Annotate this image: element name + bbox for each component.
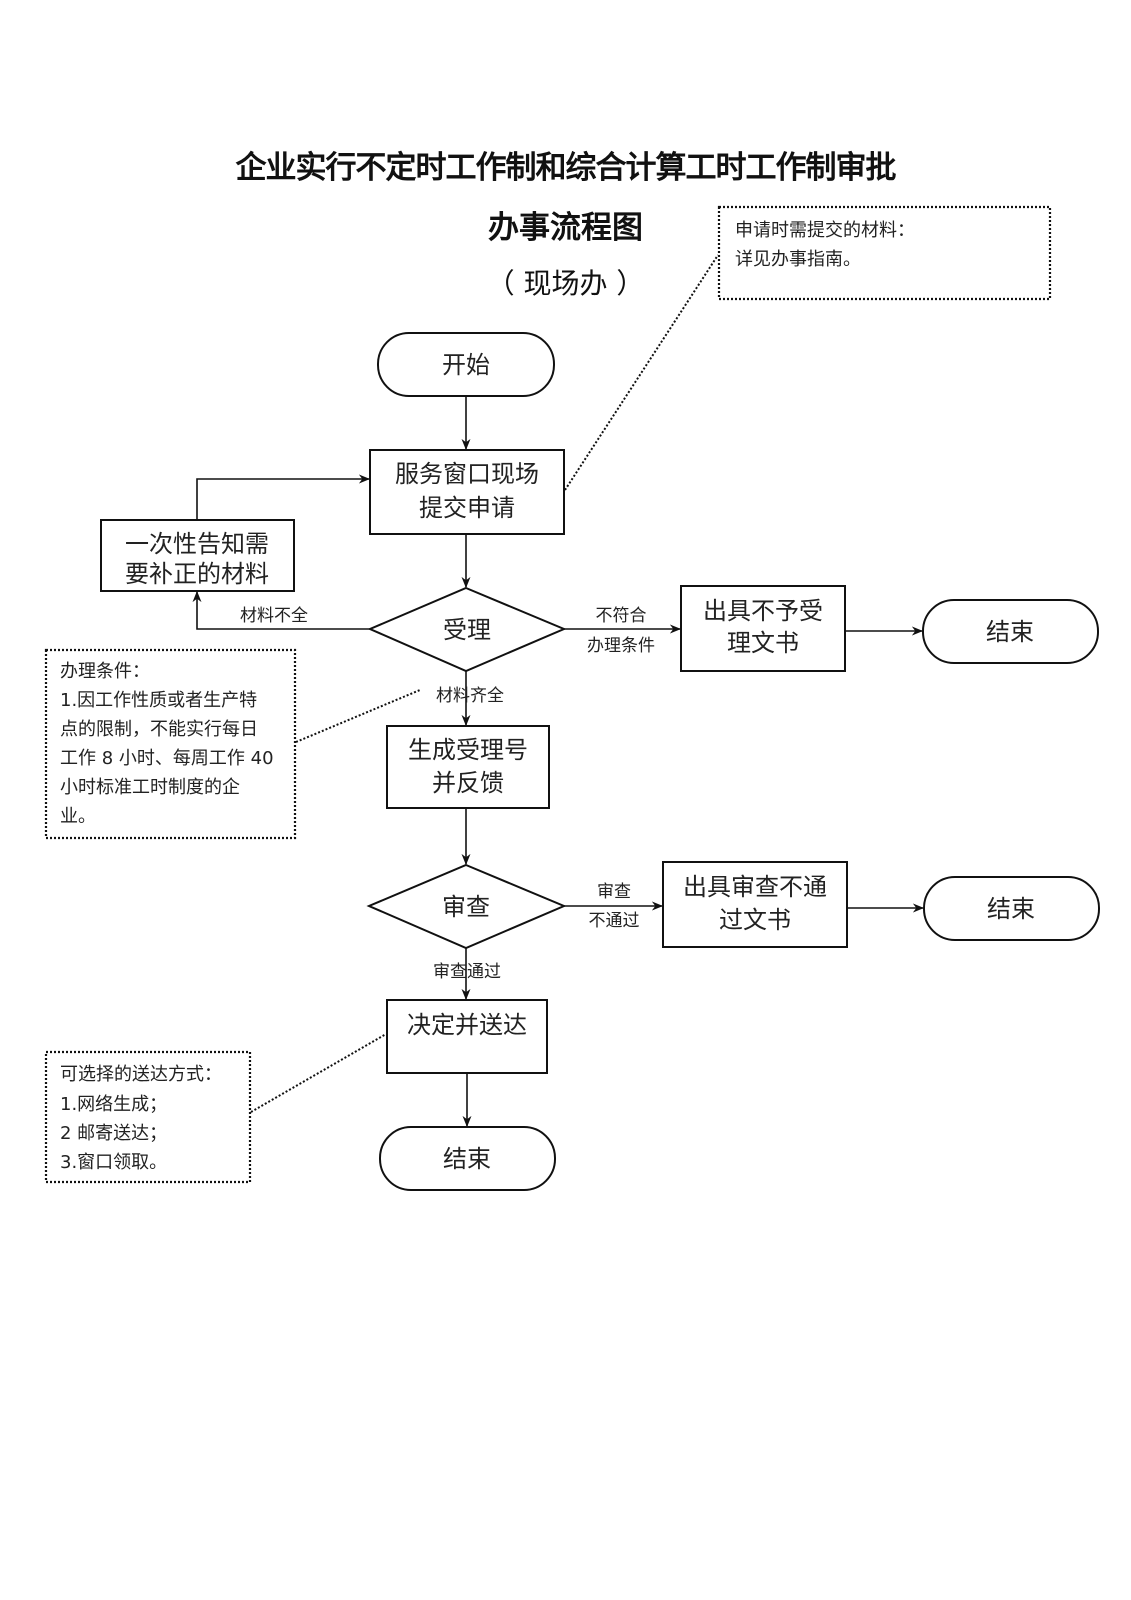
note-materials: 申请时需提交的材料： 详见办事指南。 [717, 205, 1052, 301]
edge-notify-to-submit [196, 474, 371, 520]
reject-doc-node[interactable]: 出具不予受 理文书 [680, 585, 846, 672]
edge-accept-to-notify [192, 590, 370, 630]
decide-label: 决定并送达 [407, 1011, 527, 1039]
end-node-1[interactable]: 结束 [922, 599, 1099, 664]
edge-label-not-qualified: 不符合 [596, 606, 647, 626]
note-materials-connector [564, 254, 719, 491]
review-fail-doc-label-line: 出具审查不通 [683, 873, 827, 901]
review-label: 审查 [442, 893, 490, 921]
notify-label-line: 一次性告知需 [125, 530, 269, 558]
notify-label-line: 要补正的材料 [125, 560, 269, 588]
submit-node[interactable]: 服务窗口现场 提交申请 [369, 449, 565, 535]
end-label-3: 结束 [443, 1145, 491, 1173]
note-delivery-line: 1.网络生成； [60, 1094, 167, 1115]
submit-box[interactable] [369, 449, 565, 535]
reject-doc-box[interactable] [680, 585, 846, 672]
end-label-1: 结束 [986, 618, 1034, 646]
submit-label-line: 服务窗口现场 [395, 460, 539, 488]
edge-label-review-pass: 审查通过 [433, 962, 501, 982]
accept-node[interactable]: 受理 [367, 586, 567, 673]
review-fail-doc-node[interactable]: 出具审查不通 过文书 [662, 861, 848, 948]
notify-box[interactable] [100, 519, 295, 592]
generate-label-line: 生成受理号 [408, 736, 528, 764]
review-fail-doc-label-line: 过文书 [719, 906, 791, 934]
decide-node[interactable]: 决定并送达 [386, 999, 548, 1074]
note-delivery-line: 可选择的送达方式： [60, 1064, 222, 1085]
end-node-3[interactable]: 结束 [379, 1126, 556, 1191]
note-materials-line: 详见办事指南。 [735, 249, 861, 270]
edge-label-not-qualified: 办理条件 [587, 636, 655, 656]
edge-label-incomplete: 材料不全 [240, 606, 308, 626]
notify-node[interactable]: 一次性告知需 要补正的材料 [100, 519, 295, 592]
title-line-1: 企业实行不定时工作制和综合计算工时工作制审批 [235, 150, 897, 186]
note-conditions-line: 办理条件： [60, 661, 150, 682]
start-label: 开始 [442, 351, 490, 379]
reject-doc-label-line: 理文书 [727, 629, 799, 657]
title-line-3: （ 现场办 ） [486, 267, 645, 300]
review-node[interactable]: 审查 [366, 863, 567, 950]
note-delivery-box [44, 1050, 252, 1184]
end-terminator-3[interactable] [379, 1126, 556, 1191]
title-line-2: 办事流程图 [488, 210, 643, 246]
note-delivery: 可选择的送达方式： 1.网络生成； 2 邮寄送达； 3.窗口领取。 [44, 1050, 252, 1184]
generate-box[interactable] [386, 725, 550, 809]
note-conditions-line: 小时标准工时制度的企 [60, 777, 240, 798]
start-node[interactable]: 开始 [377, 332, 555, 397]
note-materials-box [717, 205, 1052, 301]
end-node-2[interactable]: 结束 [923, 876, 1100, 941]
note-conditions: 办理条件： 1.因工作性质或者生产特 点的限制，不能实行每日 工作 8 小时、每… [44, 648, 297, 840]
note-conditions-line: 业。 [60, 806, 96, 827]
generate-node[interactable]: 生成受理号 并反馈 [386, 725, 550, 809]
generate-label-line: 并反馈 [432, 769, 504, 797]
note-delivery-connector [250, 1033, 387, 1113]
submit-label-line: 提交申请 [419, 494, 515, 522]
edge-label-complete: 材料齐全 [436, 686, 504, 706]
end-terminator-2[interactable] [923, 876, 1100, 941]
decide-box[interactable] [386, 999, 548, 1074]
accept-label: 受理 [443, 616, 491, 644]
note-conditions-box [44, 648, 297, 840]
note-conditions-line: 1.因工作性质或者生产特 [60, 690, 257, 711]
note-conditions-connector [295, 689, 421, 743]
note-delivery-line: 2 邮寄送达； [60, 1123, 167, 1144]
note-conditions-line: 工作 8 小时、每周工作 40 [60, 748, 274, 769]
end-terminator-1[interactable] [922, 599, 1099, 664]
edge-label-review-fail: 不通过 [589, 911, 640, 931]
review-fail-doc-box[interactable] [662, 861, 848, 948]
end-label-2: 结束 [987, 895, 1035, 923]
note-materials-line: 申请时需提交的材料： [735, 220, 915, 241]
note-delivery-line: 3.窗口领取。 [60, 1152, 167, 1173]
reject-doc-label-line: 出具不予受 [703, 597, 823, 625]
edge-label-review-fail: 审查 [597, 882, 631, 902]
note-conditions-line: 点的限制，不能实行每日 [60, 719, 258, 740]
